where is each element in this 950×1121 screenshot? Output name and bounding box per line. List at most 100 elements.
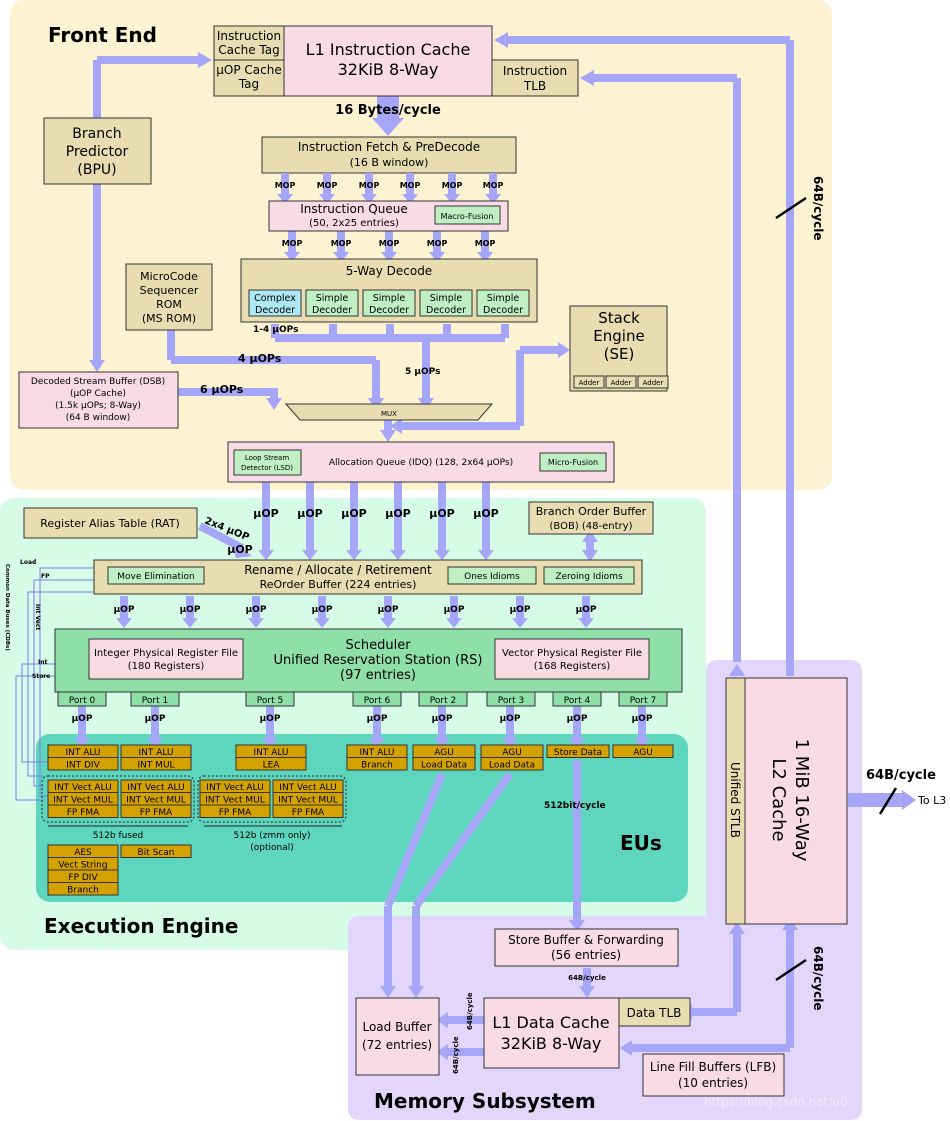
lane-arrowhead xyxy=(477,252,493,262)
eu-port2-label: AGU xyxy=(434,748,454,758)
port-box xyxy=(486,691,536,707)
port-box xyxy=(57,691,107,707)
store-buffer-line2: (56 entries) xyxy=(551,948,621,962)
lane-arrowhead xyxy=(429,252,445,262)
l2-cache-box xyxy=(725,677,848,925)
eu-port1-label: INT MUL xyxy=(137,761,174,771)
eu-vec-p1-label: FP FMA xyxy=(140,808,173,818)
itlb-line1: Instruction xyxy=(503,64,567,78)
eu-vec-p5b-label: INT Vect MUL xyxy=(278,796,337,806)
zeroing-idioms-label: Zeroing Idioms xyxy=(555,572,623,582)
uops-6-label: 6 µOPs xyxy=(200,383,244,396)
eu-port2 xyxy=(412,757,476,771)
uop-label: µOP xyxy=(576,605,597,615)
zeroing-idioms-box xyxy=(543,566,635,585)
port-label: Port 2 xyxy=(430,696,456,706)
front-end-title: Front End xyxy=(48,23,157,47)
mop-label: MOP xyxy=(317,181,338,190)
eu-region xyxy=(36,734,688,902)
adder-label: Adder xyxy=(579,379,600,387)
macro-fusion-label: Macro-Fusion xyxy=(441,212,494,221)
adder-label: Adder xyxy=(611,379,632,387)
bob-line2: (BOB) (48-entry) xyxy=(550,521,633,532)
load-buffer-line2: (72 entries) xyxy=(362,1038,432,1052)
lane-arrowhead xyxy=(361,194,377,204)
lane-arrowhead xyxy=(444,194,460,204)
mop-label: MOP xyxy=(379,239,400,248)
adder-label: Adder xyxy=(643,379,664,387)
eu-port5-label: INT ALU xyxy=(253,748,288,758)
eu-vec-p0-label: INT Vect ALU xyxy=(54,783,111,793)
decoder-label-line2: Decoder xyxy=(369,305,409,316)
port-label: Port 3 xyxy=(498,696,524,706)
decoder-label-line2: Decoder xyxy=(312,305,352,316)
l1i-line1: L1 Instruction Cache xyxy=(306,40,471,59)
vec-prf-line2: (168 Registers) xyxy=(534,661,611,672)
msrom-line4: (MS ROM) xyxy=(142,312,196,325)
fetch-line1: Instruction Fetch & PreDecode xyxy=(298,140,480,154)
scheduler-line2: Unified Reservation Station (RS) xyxy=(274,653,483,668)
eu-port0-label: INT DIV xyxy=(66,761,100,771)
itlb-line2: TLB xyxy=(523,79,546,93)
vec-prf-box xyxy=(494,638,650,680)
eu-vec-p1-label: INT Vect MUL xyxy=(126,796,185,806)
uop-label: µOP xyxy=(260,714,281,724)
decoder-row: ComplexDecoderSimpleDecoderSimpleDecoder… xyxy=(248,289,530,317)
l1d-line2: 32KiB 8-Way xyxy=(501,1034,602,1053)
l2-l1d-bw-label: 64B/cycle xyxy=(811,946,825,1011)
watermark: https://blog.csdn.net/u0 xyxy=(704,1095,848,1109)
branch-predictor-box xyxy=(43,117,152,185)
mop-label: MOP xyxy=(427,239,448,248)
eu-vec-p5a-label: INT Vect MUL xyxy=(205,796,264,806)
dsb-line1: Decoded Stream Buffer (DSB) xyxy=(31,377,165,387)
lane-arrowhead xyxy=(277,194,293,204)
uop-label: µOP xyxy=(341,507,367,520)
eu-port0-extra xyxy=(47,882,119,896)
decoder-label-line1: Simple xyxy=(373,293,406,304)
zmm-group-outline xyxy=(197,775,347,823)
uop-label: µOP xyxy=(227,543,253,556)
uop-label: µOP xyxy=(378,605,399,615)
mop-label: MOP xyxy=(331,239,352,248)
move-elim-label: Move Elimination xyxy=(117,572,194,582)
l1i-line2: 32KiB 8-Way xyxy=(338,60,439,79)
scheduler-line3: (97 entries) xyxy=(340,668,416,683)
port-label: Port 0 xyxy=(69,696,96,706)
complex-decoder-box xyxy=(248,289,302,317)
eu-vec-p1-label: INT Vect ALU xyxy=(127,783,184,793)
msrom-line2: Sequencer xyxy=(140,284,199,297)
se-line1: Stack xyxy=(598,309,640,327)
store-buffer-line1: Store Buffer & Forwarding xyxy=(508,933,664,947)
ones-idioms-box xyxy=(447,566,537,585)
uop-cache-tag-line1: µOP Cache xyxy=(216,63,281,77)
eu-port6-label: Branch xyxy=(361,761,393,771)
arrowheads xyxy=(74,32,916,1060)
uop-label: µOP xyxy=(246,605,267,615)
eu-port5 xyxy=(235,757,307,771)
bw-512-label: 512bit/cycle xyxy=(544,801,606,811)
dsb-box xyxy=(18,371,179,429)
mop-label: MOP xyxy=(275,181,296,190)
se-line3: (SE) xyxy=(604,345,635,363)
int-prf-line1: Integer Physical Register File xyxy=(94,648,238,659)
rename-line1: Rename / Allocate / Retirement xyxy=(244,563,432,577)
eu-vec-p5b xyxy=(272,804,344,818)
eu-port7 xyxy=(612,744,674,758)
zmm-label-line1: 512b (zmm only) xyxy=(234,831,311,841)
uop-label: µOP xyxy=(180,605,201,615)
unified-stlb-box xyxy=(725,677,746,925)
micro-fusion-label: Micro-Fusion xyxy=(548,458,598,467)
eu-port0-label: INT ALU xyxy=(65,748,100,758)
dsb-line4: (64 B window) xyxy=(66,413,131,423)
uop-label: µOP xyxy=(297,507,323,520)
eu-vec-p0-label: FP FMA xyxy=(67,808,100,818)
eu-port0-extra-label: FP DIV xyxy=(68,873,98,883)
move-elimination-box xyxy=(107,566,205,585)
sb-l1d-bw-label: 64B/cycle xyxy=(568,974,606,982)
uops-5-label: 5 µOPs xyxy=(405,367,440,377)
cdb-title: Common Data Buses (CDBs) xyxy=(4,564,10,651)
